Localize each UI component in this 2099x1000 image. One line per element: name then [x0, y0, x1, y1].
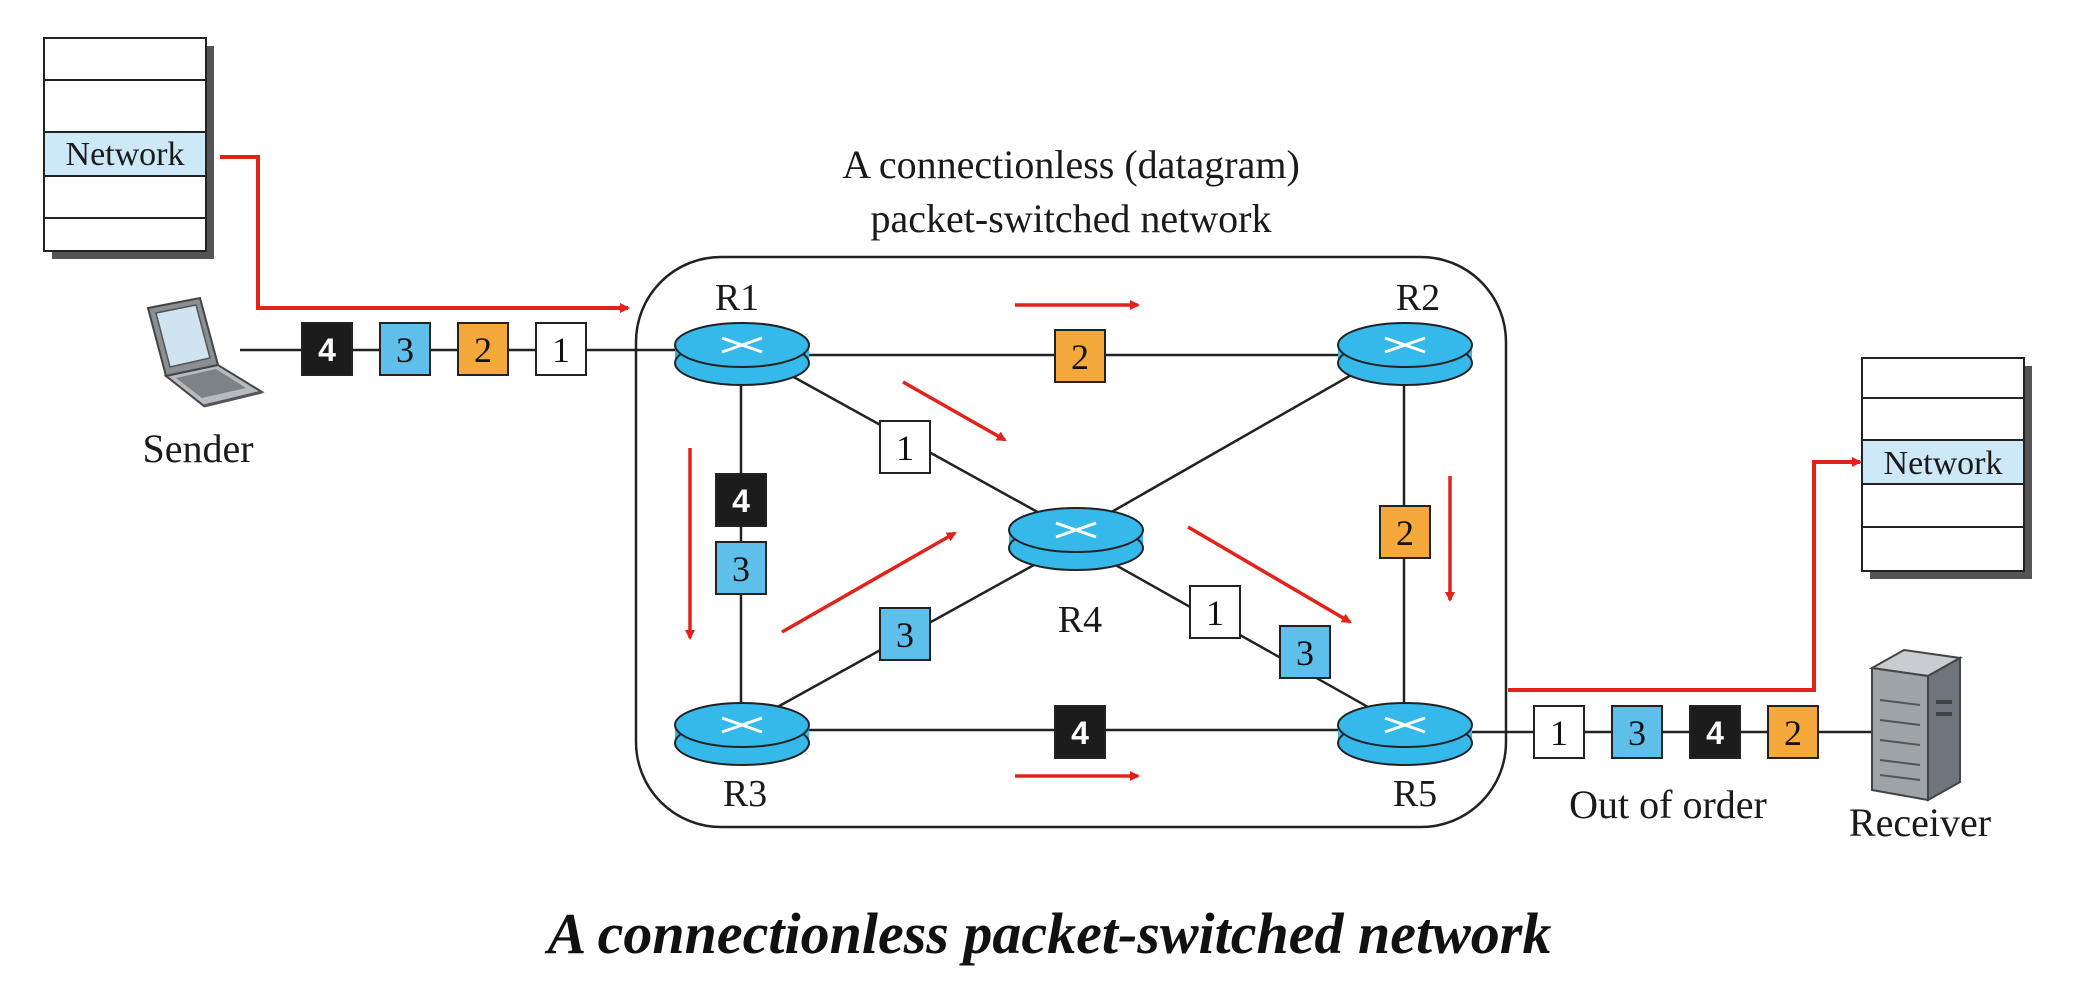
laptop-icon [146, 296, 265, 408]
packet-number: 1 [896, 428, 914, 468]
router-label-r4: R4 [1058, 599, 1102, 641]
packet-r1-r4: 1 [879, 420, 931, 474]
packet-number: 1 [1206, 593, 1224, 633]
figure-caption: A connectionless packet-switched network [547, 901, 1552, 966]
router-r1 [674, 322, 810, 386]
router-label-r3: R3 [723, 773, 767, 815]
router-r3 [674, 702, 810, 766]
router-switch-icon [1384, 336, 1426, 354]
packet-number: 3 [1628, 713, 1646, 753]
receiver-protocol-stack: Network [1861, 357, 2032, 579]
router-r5 [1337, 702, 1473, 766]
packet-number: 1 [1550, 713, 1568, 753]
arrow-r1-r4 [902, 380, 1007, 442]
out-of-order-label: Out of order [1569, 782, 1767, 827]
packet-number: 2 [474, 330, 492, 370]
router-r4 [1008, 507, 1144, 571]
sender-protocol-stack: Network [43, 37, 214, 259]
packet-number: 2 [1071, 337, 1089, 377]
arrow-r4-r5 [1187, 525, 1352, 624]
packet: 2 [1767, 705, 1819, 759]
receiver-network-layer-label: Network [1884, 445, 2003, 482]
router-label-r2: R2 [1396, 277, 1440, 319]
router-switch-icon [1384, 716, 1426, 734]
router-r2 [1337, 322, 1473, 386]
packet-number: 4 [1706, 715, 1724, 751]
packet-number: 4 [1071, 715, 1089, 751]
router-label-r1: R1 [715, 277, 759, 319]
packet: 1 [1533, 705, 1585, 759]
packet: 4 [301, 322, 353, 376]
server-icon [1868, 648, 1964, 802]
packet: 4 [1689, 705, 1741, 759]
packet-number: 3 [396, 330, 414, 370]
sender-link-packets: 4 3 2 1 [301, 322, 587, 376]
sender-network-layer-label: Network [66, 136, 185, 173]
packet: 2 [457, 322, 509, 376]
network-title-line1: A connectionless (datagram) [842, 142, 1300, 187]
packet-number: 4 [732, 483, 750, 519]
packet-number: 2 [1784, 713, 1802, 753]
router-label-r5: R5 [1393, 773, 1437, 815]
sender-label: Sender [142, 426, 253, 471]
packet-r1-r2: 2 [1054, 329, 1106, 383]
packet: 3 [379, 322, 431, 376]
packet-number: 3 [1296, 633, 1314, 673]
packet-r3-r4: 3 [879, 607, 931, 661]
packet-r4-r5-a: 1 [1189, 585, 1241, 639]
packet-r4-r5-b: 3 [1279, 625, 1331, 679]
packet-number: 2 [1396, 513, 1414, 553]
network-boundary [634, 255, 1508, 829]
packet-r3-r5: 4 [1054, 705, 1106, 759]
packet-number: 3 [896, 615, 914, 655]
packet-r1-r3-a: 4 [715, 473, 767, 527]
receiver-link-packets: 1 3 4 2 [1533, 705, 1819, 759]
network-title-line2: packet-switched network [871, 196, 1272, 241]
packet-r1-r3-b: 3 [715, 541, 767, 595]
packet-r2-r5: 2 [1379, 505, 1431, 559]
router-switch-icon [721, 716, 763, 734]
packet-number: 4 [318, 332, 336, 368]
link-r4-r2 [1079, 368, 1361, 532]
router-switch-icon [1055, 521, 1097, 539]
packet-number: 3 [732, 549, 750, 589]
receiver-label: Receiver [1849, 800, 1991, 845]
packet: 1 [535, 322, 587, 376]
router-switch-icon [721, 336, 763, 354]
movement-arrows [685, 300, 1455, 781]
sender-flow-arrow [220, 155, 630, 313]
arrow-r3-r4 [781, 531, 957, 634]
receiver-flow-arrow [1508, 457, 1862, 692]
packet: 3 [1611, 705, 1663, 759]
packet-number: 1 [552, 330, 570, 370]
